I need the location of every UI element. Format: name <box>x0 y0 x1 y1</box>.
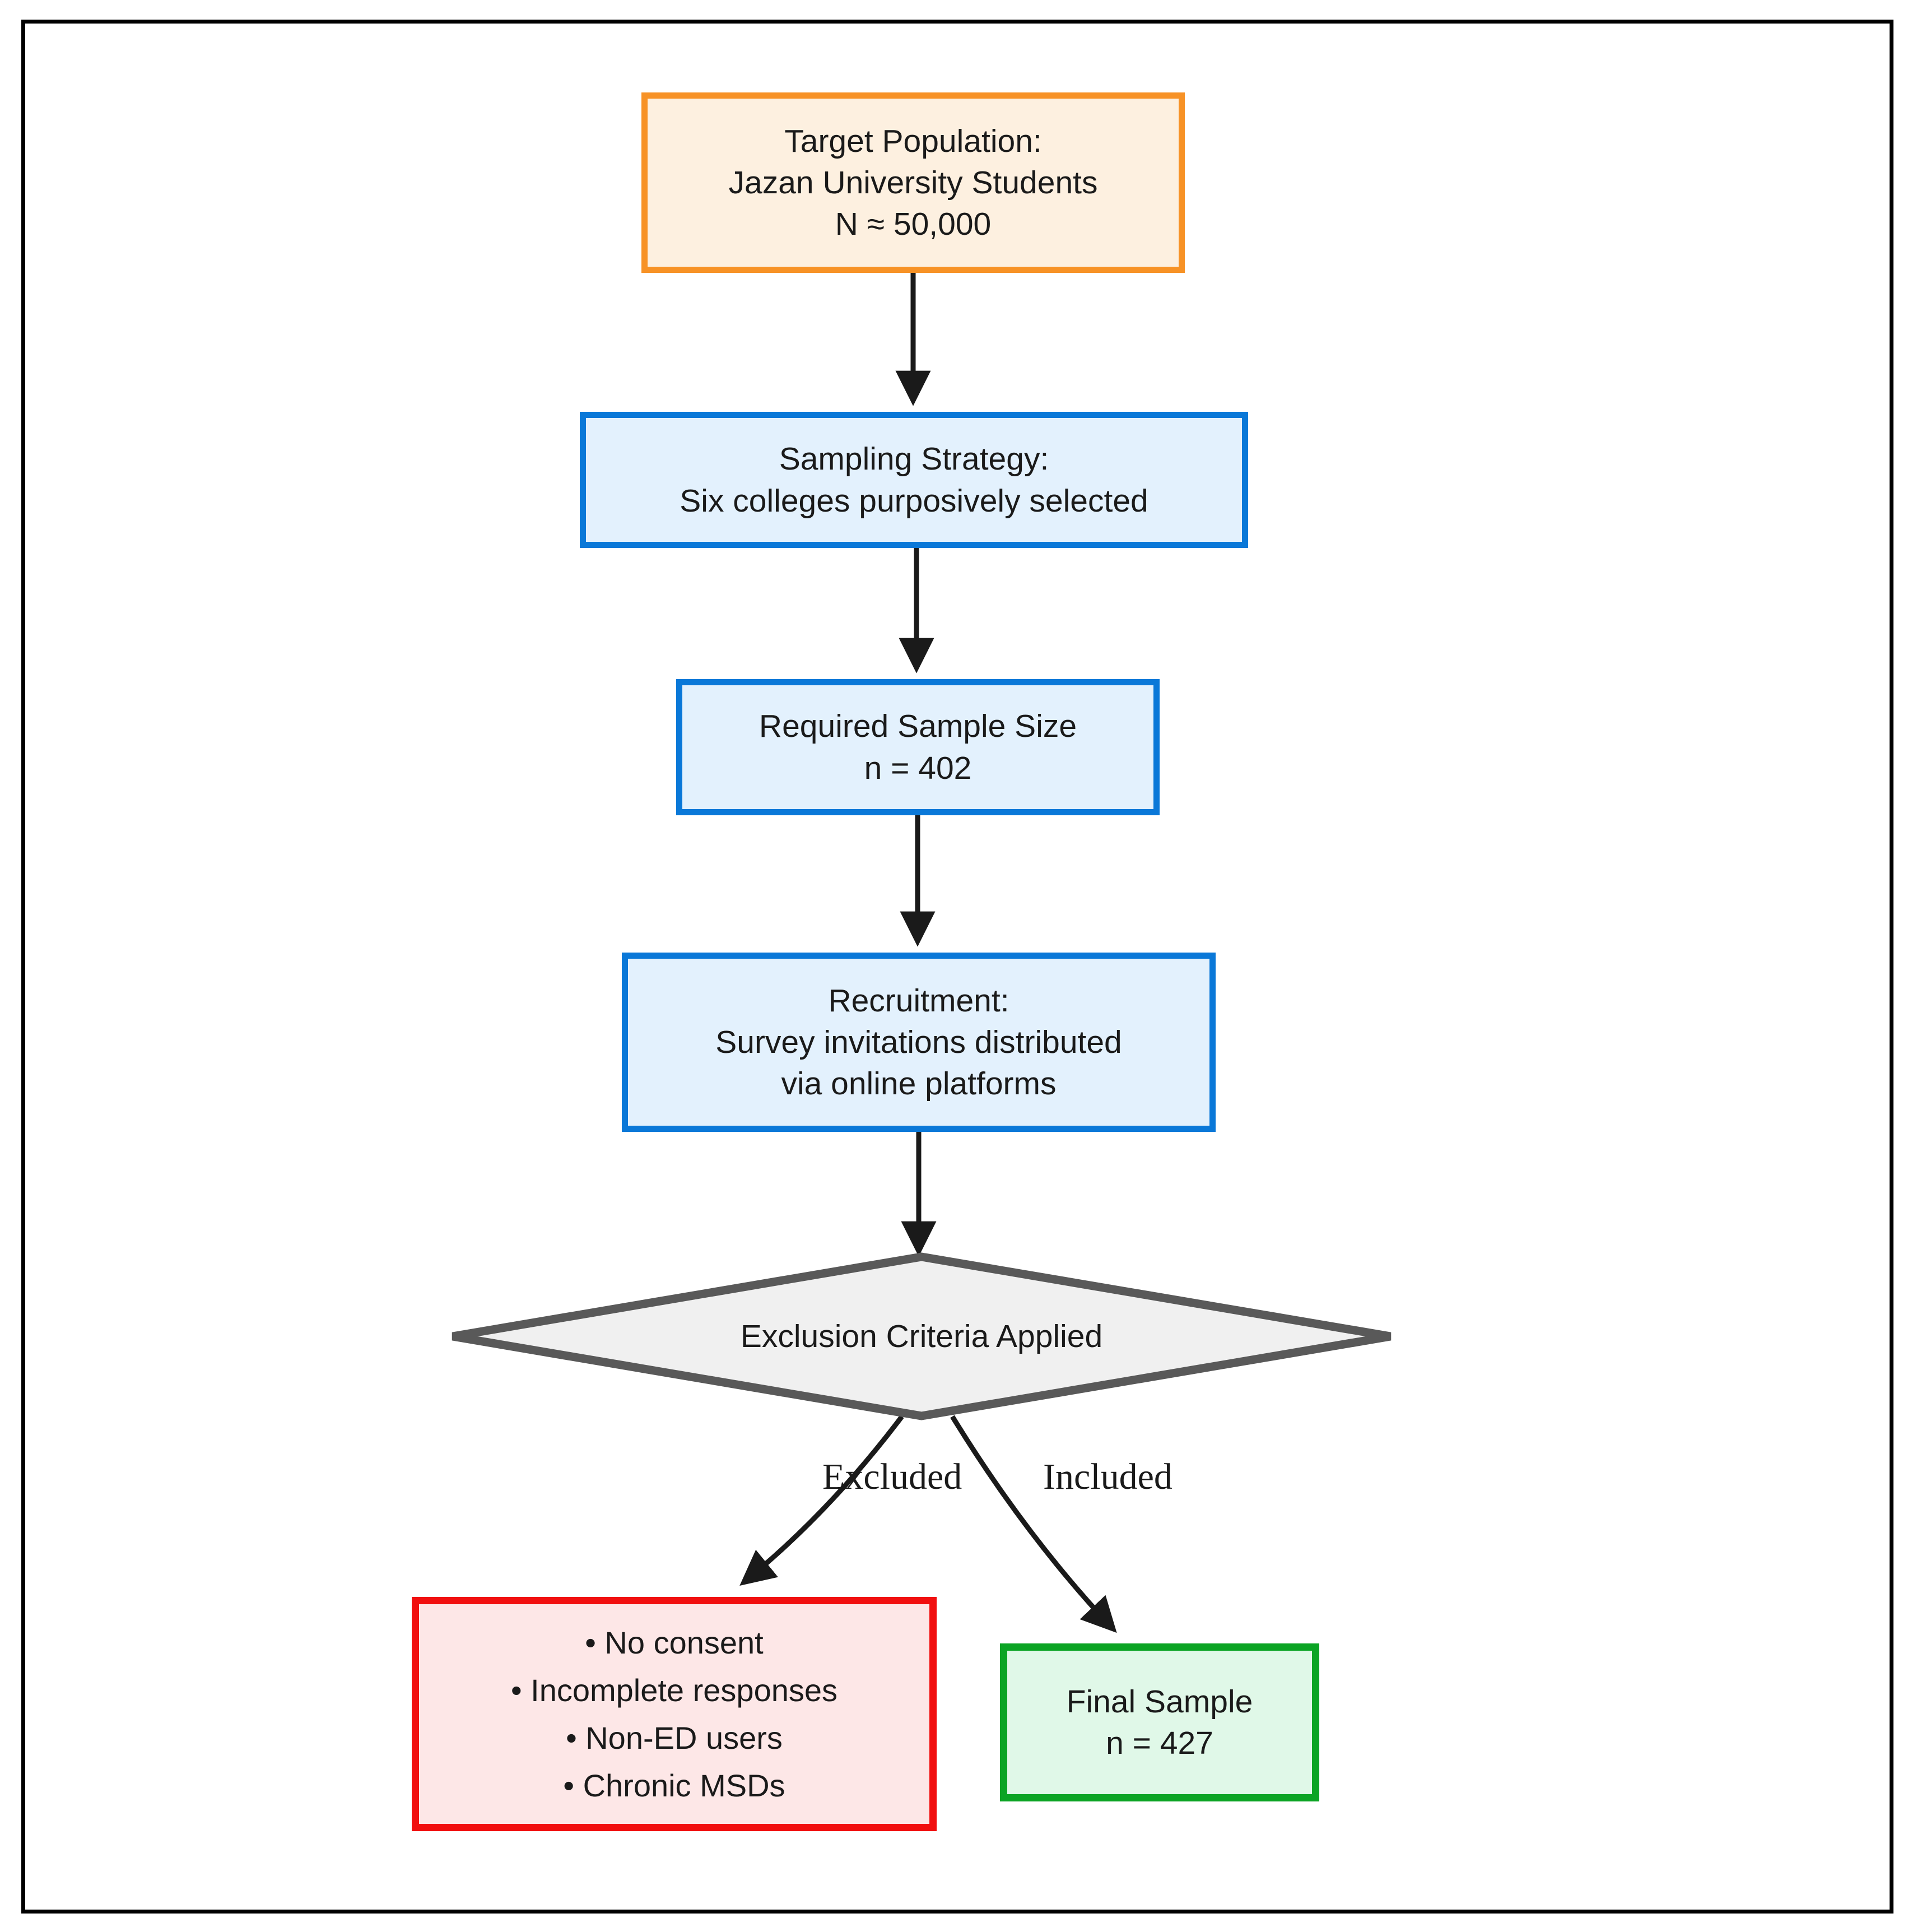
node-recruitment[interactable]: Recruitment: Survey invitations distribu… <box>622 953 1216 1132</box>
node-sampling-strategy-line-1: Sampling Strategy: <box>779 441 1049 477</box>
node-sampling-strategy[interactable]: Sampling Strategy: Six colleges purposiv… <box>580 412 1248 548</box>
node-final-sample-line-2: n = 427 <box>1106 1725 1213 1761</box>
node-recruitment-line-2: Survey invitations distributed <box>715 1024 1122 1060</box>
node-sampling-strategy-line-2: Six colleges purposively selected <box>680 482 1148 519</box>
edge-label-excluded: Excluded <box>822 1456 962 1497</box>
node-recruitment-line-1: Recruitment: <box>828 982 1009 1019</box>
diagram-frame <box>21 20 1893 1914</box>
exclusion-decision-label: Exclusion Criteria Applied <box>448 1252 1395 1420</box>
excluded-criteria-item-4: • Chronic MSDs <box>563 1768 785 1804</box>
edge-label-included: Included <box>1043 1456 1172 1497</box>
node-excluded-criteria[interactable]: • No consent • Incomplete responses • No… <box>412 1597 937 1831</box>
node-required-sample-size-line-2: n = 402 <box>864 750 972 786</box>
exclusion-decision-text: Exclusion Criteria Applied <box>740 1318 1103 1354</box>
node-required-sample-size[interactable]: Required Sample Size n = 402 <box>676 679 1160 815</box>
node-target-population[interactable]: Target Population: Jazan University Stud… <box>641 92 1185 273</box>
excluded-criteria-item-2: • Incomplete responses <box>510 1672 838 1708</box>
node-target-population-line-2: Jazan University Students <box>728 164 1098 201</box>
node-final-sample[interactable]: Final Sample n = 427 <box>1000 1643 1319 1801</box>
node-recruitment-line-3: via online platforms <box>781 1066 1057 1102</box>
excluded-criteria-item-3: • Non-ED users <box>566 1720 783 1755</box>
node-target-population-line-1: Target Population: <box>784 123 1042 159</box>
node-final-sample-line-1: Final Sample <box>1066 1683 1253 1720</box>
node-required-sample-size-line-1: Required Sample Size <box>759 708 1077 745</box>
excluded-criteria-item-1: • No consent <box>585 1624 764 1660</box>
exclusion-decision-diamond[interactable] <box>448 1252 1395 1420</box>
node-target-population-line-3: N ≈ 50,000 <box>835 206 992 243</box>
